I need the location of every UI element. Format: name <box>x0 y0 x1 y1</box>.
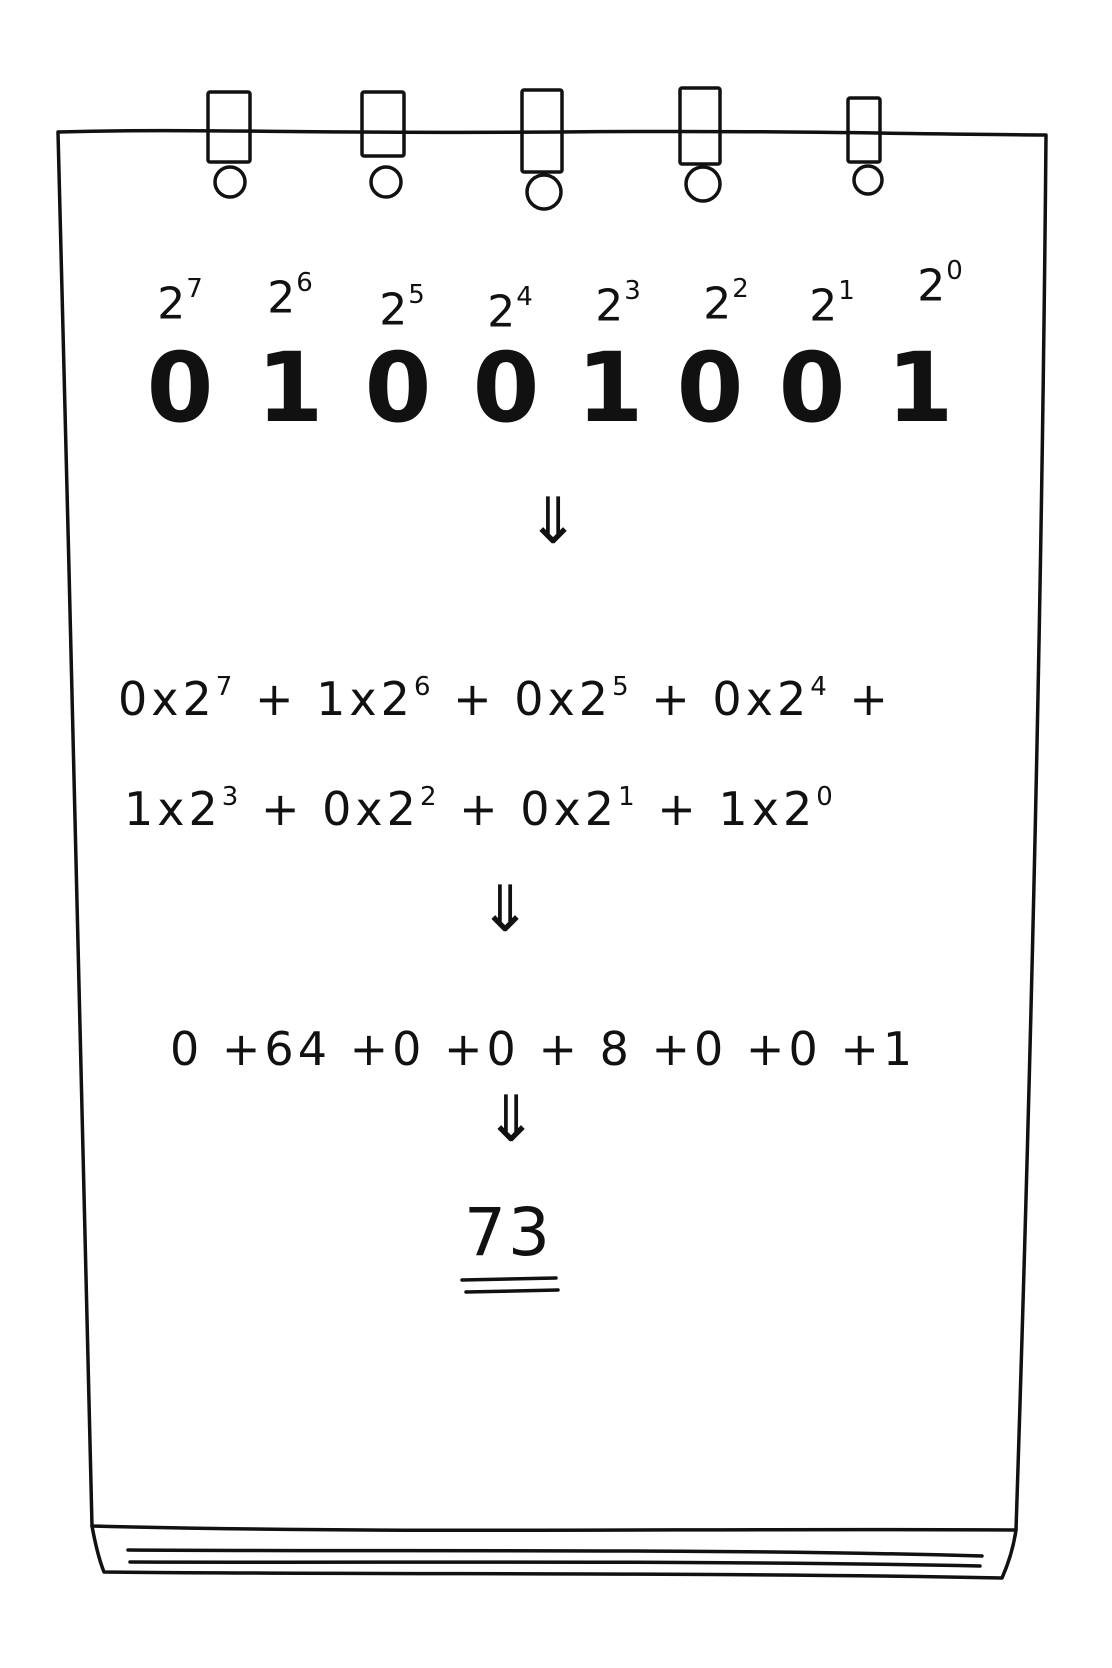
power-label-6: 26 <box>250 270 330 324</box>
expansion-term: 0x21 + <box>520 781 700 836</box>
power-label-7: 27 <box>140 276 220 330</box>
bit-digit-0: 1 <box>886 332 954 444</box>
result-underline-bottom <box>464 1288 560 1294</box>
notepad-page-outline <box>56 128 1048 1533</box>
power-base: 2 <box>595 280 624 332</box>
spiral-ring-5 <box>846 96 884 196</box>
notepad-page-line-1 <box>126 1548 984 1558</box>
power-exponent: 0 <box>946 256 963 286</box>
power-base: 2 <box>487 286 516 338</box>
expansion-line-2: 1x23 + 0x22 + 0x21 + 1x20 <box>124 784 837 832</box>
spiral-ring-4 <box>678 86 722 203</box>
expansion-term: 0x24 + <box>712 671 892 726</box>
power-exponent: 6 <box>296 268 313 298</box>
down-arrow-icon: ⇓ <box>484 1083 538 1157</box>
power-exponent: 4 <box>516 282 533 312</box>
bit-digit-5: 0 <box>364 332 432 444</box>
spiral-ring-2 <box>360 90 406 199</box>
power-label-2: 22 <box>686 276 766 330</box>
spiral-ring-1 <box>206 90 252 199</box>
result-value: 73 <box>464 1194 552 1271</box>
power-exponent: 2 <box>732 274 749 304</box>
bit-digit-4: 0 <box>472 332 540 444</box>
expansion-term: 1x23 + <box>124 781 304 836</box>
power-label-5: 25 <box>362 282 442 336</box>
result-underline-top <box>460 1276 558 1282</box>
bit-digit-2: 0 <box>676 332 744 444</box>
power-exponent: 3 <box>624 276 641 306</box>
bit-digit-3: 1 <box>576 332 644 444</box>
expansion-term: 0x25 + <box>514 671 694 726</box>
power-label-1: 21 <box>792 278 872 332</box>
expansion-term: 1x26 + <box>316 671 496 726</box>
power-exponent: 5 <box>408 280 425 310</box>
notepad-bottom-pages <box>90 1524 1018 1580</box>
power-base: 2 <box>157 278 186 330</box>
spiral-ring-3 <box>520 88 564 211</box>
expansion-term: 0x22 + <box>322 781 502 836</box>
power-exponent: 1 <box>838 276 855 306</box>
power-base: 2 <box>703 278 732 330</box>
expansion-term: 0x27 + <box>118 671 298 726</box>
notepad-page-line-2 <box>128 1560 982 1568</box>
sum-line: 0 +64 +0 +0 + 8 +0 +0 +1 <box>170 1022 917 1076</box>
power-base: 2 <box>809 280 838 332</box>
power-exponent: 7 <box>186 274 203 304</box>
expansion-term: 1x20 <box>718 781 837 836</box>
power-base: 2 <box>917 260 946 312</box>
power-label-4: 24 <box>470 284 550 338</box>
bit-digit-1: 0 <box>778 332 846 444</box>
power-base: 2 <box>379 284 408 336</box>
power-label-3: 23 <box>578 278 658 332</box>
bit-digit-6: 1 <box>256 332 324 444</box>
down-arrow-icon: ⇓ <box>478 873 532 947</box>
bit-digit-7: 0 <box>146 332 214 444</box>
down-arrow-icon: ⇓ <box>526 485 580 559</box>
power-base: 2 <box>267 272 296 324</box>
expansion-line-1: 0x27 + 1x26 + 0x25 + 0x24 + <box>118 674 892 722</box>
power-label-0: 20 <box>900 258 980 312</box>
